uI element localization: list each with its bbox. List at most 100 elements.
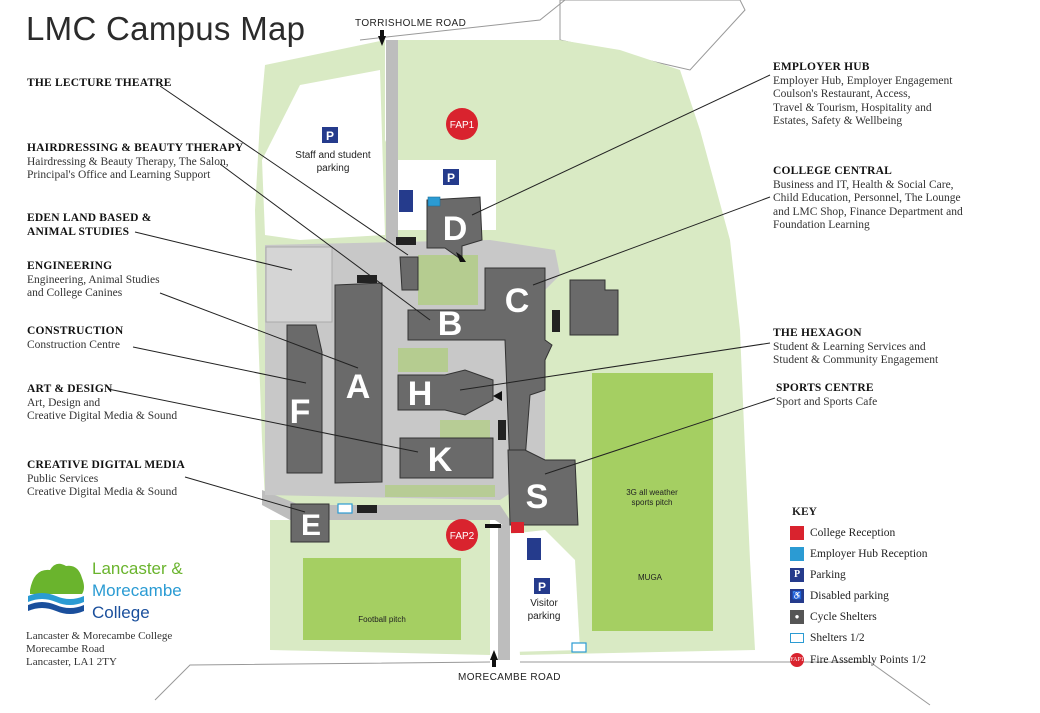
north-access-road [386, 40, 398, 250]
football-pitch-label: Football pitch [358, 615, 406, 624]
cycle-shelter-5 [357, 505, 377, 513]
staff-parking-label-1: Staff and student [295, 150, 371, 161]
key-item-disabled-parking: ♿ Disabled parking [790, 589, 889, 603]
label-art-design-line-1: Art, Design and [27, 396, 101, 409]
disabled-parking-icon-south [527, 538, 541, 560]
north-verge-outline [359, 0, 566, 41]
building-e [290, 503, 330, 543]
logo-line-2: Morecambe [92, 581, 182, 600]
label-creative-digital-media: CREATIVE DIGITAL MEDIA Public Services C… [27, 459, 185, 500]
key-item-label: College Reception [810, 527, 896, 539]
cycle-shelters [357, 237, 560, 513]
logo-line-3: College [92, 603, 150, 622]
football-pitch [303, 558, 461, 640]
label-eden-heading-1: EDEN LAND BASED & [27, 212, 152, 224]
cycle-shelter-3 [552, 310, 560, 332]
employer-reception-swatch [790, 547, 804, 561]
leader-art [107, 388, 419, 453]
label-hairdressing-line-1: Hairdressing & Beauty Therapy, The Salon… [27, 155, 229, 168]
fap2-marker [446, 519, 478, 551]
shelter-swatch [790, 633, 804, 643]
leader-eng [159, 292, 359, 369]
building-f [286, 324, 323, 474]
parking-icon-staff-glyph: P [326, 129, 334, 143]
key-item-parking: P Parking [790, 568, 846, 582]
key-item-label: Employer Hub Reception [810, 548, 928, 560]
south-barrier [485, 524, 501, 528]
hexagon-entrance-arrow [493, 391, 502, 401]
college-logo-text: Lancaster & Morecambe College [92, 558, 183, 624]
fire-assembly-point-icon: FAP1 [790, 653, 804, 667]
disabled-parking-icon: ♿ [790, 589, 804, 603]
address-line-1: Lancaster & Morecambe College [26, 630, 173, 642]
north-road-label: TORRISHOLME ROAD [355, 18, 467, 29]
building-c-annex [569, 279, 619, 336]
key-item-cycle-shelters: ● Cycle Shelters [790, 610, 877, 624]
leader-eden [134, 231, 293, 271]
label-art-design-heading: ART & DESIGN [27, 383, 113, 395]
south-access-road [498, 525, 510, 660]
label-hexagon-line-2: Student & Community Engagement [773, 354, 939, 366]
leader-hexagon [459, 342, 771, 391]
parking-icon-visitor-glyph: P [538, 580, 546, 594]
label-central-line-3: and LMC Shop, Finance Department and [773, 205, 963, 218]
fap1-marker [446, 108, 478, 140]
label-central-line-2: Child Education, Personnel, The Lounge [773, 192, 961, 204]
eden-land-area [265, 246, 333, 323]
key-title: KEY [792, 506, 817, 518]
parking-icon-north-glyph: P [447, 171, 455, 185]
north-road-outline [559, 0, 746, 71]
leader-lecture [159, 85, 409, 256]
label-engineering-heading: ENGINEERING [27, 260, 113, 272]
leader-hair [219, 163, 431, 321]
visitor-parking-label-1: Visitor [530, 598, 558, 609]
building-letter-k: K [428, 441, 453, 479]
building-b-c [407, 267, 553, 471]
college-logo-mark [28, 563, 84, 614]
label-employer-line-2: Coulson's Restaurant, Access, [773, 88, 911, 100]
fap1-label: FAP1 [450, 120, 475, 131]
page-title: LMC Campus Map [26, 10, 306, 47]
label-cdm-line-1: Public Services [27, 472, 99, 485]
south-entrance-arrow [490, 650, 498, 667]
label-central-heading: COLLEGE CENTRAL [773, 165, 892, 177]
staff-parking-area [262, 70, 385, 240]
muga-label: MUGA [638, 573, 663, 582]
courtyard-green-1 [418, 255, 478, 305]
disabled-parking-icon-north [399, 190, 413, 212]
cycle-shelter-2 [357, 275, 377, 283]
label-sports-line-1: Sport and Sports Cafe [776, 395, 878, 408]
label-employer-line-4: Estates, Safety & Wellbeing [773, 115, 903, 127]
label-sports-heading: SPORTS CENTRE [776, 382, 874, 394]
pitch-3g-label-1: 3G all weather [626, 488, 678, 497]
parking-symbols: P P P [322, 127, 550, 594]
label-engineering-line-2: and College Canines [27, 287, 123, 299]
building-h [397, 369, 494, 416]
key-item-fire-assembly: FAP1 Fire Assembly Points 1/2 [790, 653, 926, 667]
label-central-line-4: Foundation Learning [773, 219, 870, 231]
building-k [399, 437, 494, 479]
label-college-central: COLLEGE CENTRAL Business and IT, Health … [773, 165, 963, 233]
fap2-label: FAP2 [450, 531, 475, 542]
key-item-label: Cycle Shelters [810, 611, 877, 623]
label-eden: EDEN LAND BASED & ANIMAL STUDIES [27, 212, 152, 239]
leader-sports [544, 397, 776, 475]
south-road-outline [154, 661, 931, 706]
label-central-line-1: Business and IT, Health & Social Care, [773, 178, 954, 191]
key-item-label: Shelters 1/2 [810, 632, 865, 644]
label-art-design-line-2: Creative Digital Media & Sound [27, 410, 178, 422]
shelter-1-marker [337, 503, 353, 514]
label-cdm-line-2: Creative Digital Media & Sound [27, 486, 178, 498]
label-eden-heading-2: ANIMAL STUDIES [27, 225, 130, 238]
label-art-design: ART & DESIGN Art, Design and Creative Di… [27, 383, 177, 424]
cycle-shelter-1 [396, 237, 416, 245]
label-hairdressing-heading: HAIRDRESSING & BEAUTY THERAPY [27, 142, 244, 154]
college-reception-swatch [790, 526, 804, 540]
logo-line-1: Lancaster & [92, 559, 183, 578]
leader-cons [132, 346, 307, 384]
bicycle-icon: ● [790, 610, 804, 624]
shelter-2-marker [571, 642, 587, 653]
building-letter-a: A [346, 368, 371, 406]
label-construction: CONSTRUCTION Construction Centre [27, 325, 123, 352]
